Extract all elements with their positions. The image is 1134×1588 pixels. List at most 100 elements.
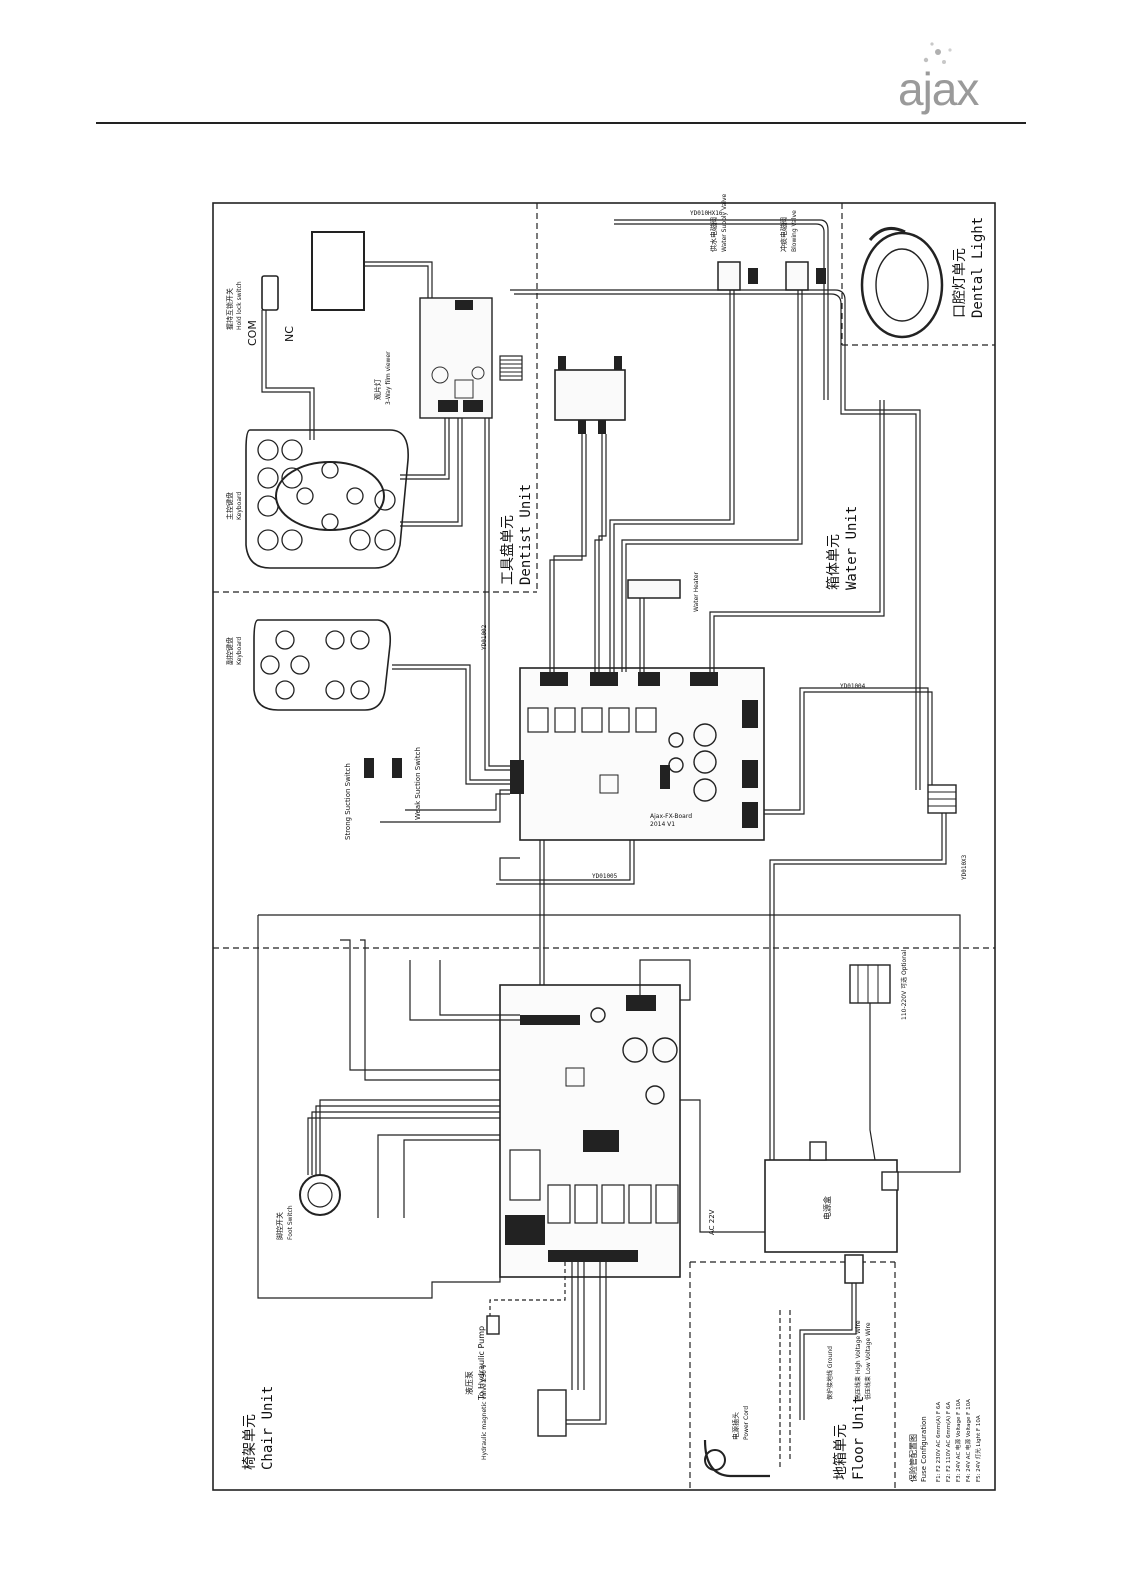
light-connector: [881, 1171, 899, 1191]
wire-label-top: YD010HX16: [690, 210, 723, 217]
hold-switch: [261, 275, 279, 311]
assistant-keyboard-cn: 副控键盘: [225, 637, 234, 665]
power-box-group: 电源盒 AC 22V: [708, 1141, 899, 1284]
chair-unit-title-en: Chair Unit: [260, 1386, 276, 1470]
hold-switch-com: COM: [246, 320, 259, 346]
floor-dashed-wires: [779, 1310, 791, 1470]
wire-label-chair: YD01005: [592, 873, 618, 880]
logo-dots-icon: [923, 42, 952, 64]
main-board-connectors: [510, 672, 758, 828]
fuse-config-line: F3: 24V AC 电源 Voltage F 10A: [954, 1399, 962, 1482]
water-heater: [627, 579, 681, 599]
blowing-valve: [785, 261, 809, 291]
relay-connector: [809, 1141, 827, 1161]
foot-switch: [299, 1174, 341, 1216]
main-board-outline: [519, 667, 765, 841]
water-supply-valve-coil: [748, 268, 758, 284]
dental-light-title-cn: 口腔灯单元: [952, 248, 968, 318]
hydraulic-pump-connector: [486, 1315, 500, 1335]
dentist-unit-section: 工具盘单元 Dentist Unit 观片灯 3-Way film viewer: [225, 231, 626, 585]
film-viewer-screen: [311, 231, 365, 311]
chair-board-connectors: [505, 995, 656, 1262]
fuse-config-line: F2: F2 110V AC 6mm(A) F 6A: [946, 1402, 952, 1482]
hydraulic-valve-label: Hydraulic magnetic valve 230 V: [481, 1363, 488, 1460]
main-keyboard-label-en: Keyboard: [236, 492, 243, 520]
floor-unit-title-cn: 地箱单元: [833, 1424, 849, 1480]
main-keyboard-buttons: [257, 439, 396, 551]
board-connector: [438, 400, 458, 412]
ajax-logo: [880, 38, 1030, 118]
power-box-voltage: AC 22V: [708, 1209, 716, 1235]
main-keyboard-dial: [275, 461, 385, 531]
strong-suction-switch: [364, 758, 374, 778]
unit-partitions: [213, 203, 995, 1490]
header-rule: [96, 122, 1026, 124]
power-cord-en: Power Cord: [743, 1406, 750, 1440]
main-board-relays: [527, 707, 657, 733]
fuse-config-title-cn: 保险管配置图: [908, 1434, 918, 1482]
lv-wire-note: 低压线束 Low Voltage Wire: [864, 1322, 872, 1400]
board-connector: [463, 400, 483, 412]
junction-terminals: [927, 784, 957, 814]
film-viewer-label-en: 3-Way film viewer: [385, 351, 392, 405]
ground-wire-note: 保护接地线 Ground: [826, 1346, 834, 1400]
main-board-label: Ajax-FX-Board: [650, 813, 692, 820]
hydraulic-pump-en: To Hydraulic Pump: [477, 1326, 486, 1401]
power-plug: [703, 1439, 770, 1478]
board-chip: [454, 379, 474, 399]
spittoon-valve: [849, 964, 891, 1004]
dentist-unit-title-en: Dentist Unit: [518, 484, 534, 585]
water-unit-section: 箱体单元 Water Unit 供水电磁阀 Water Supply Valve…: [627, 193, 860, 612]
foot-switch-inner: [307, 1182, 333, 1208]
power-box: [764, 1159, 898, 1253]
board-capacitor: [431, 366, 449, 384]
dental-light-reflector: [875, 248, 929, 322]
hydraulic-valve-block: [537, 1389, 567, 1437]
water-unit-title-en: Water Unit: [844, 506, 860, 590]
dental-light-title-en: Dental Light: [970, 217, 986, 318]
chair-board-relays: [509, 1149, 679, 1224]
blowing-valve-en: Blowing Valve: [791, 210, 798, 252]
power-connector: [844, 1254, 864, 1284]
weak-suction-label: Weak Suction Switch: [414, 747, 422, 820]
diagram-frame: [212, 202, 996, 1491]
board-capacitor: [471, 366, 485, 380]
hold-switch-en: Hold lock switch: [236, 281, 243, 330]
valve-fittings: [558, 356, 622, 434]
power-cord-cn: 电源插头: [731, 1412, 740, 1440]
assistant-keyboard-en: Keyboard: [236, 637, 243, 665]
water-unit-title-cn: 箱体单元: [826, 534, 842, 590]
water-supply-valve-en: Water Supply Valve: [721, 193, 728, 252]
water-supply-valve-cn: 供水电磁阀: [709, 217, 718, 252]
weak-suction-switch: [392, 758, 402, 778]
hv-wire-note: 高压线束 High Voltage Wire: [854, 1320, 862, 1400]
blowing-valve-coil: [816, 268, 826, 284]
main-board-rev: 2014 V1: [650, 821, 675, 828]
logo-text: ajax: [898, 63, 979, 115]
spittoon-valve-label: 110-220V 可选 Optional: [900, 949, 908, 1020]
chair-unit-title-cn: 椅架单元: [242, 1414, 258, 1470]
chair-unit-section: 椅架单元 Chair Unit 脚控开关 F: [242, 984, 681, 1470]
water-supply-valve: [717, 261, 741, 291]
spittoon-valve-group: 110-220V 可选 Optional: [849, 949, 908, 1020]
chair-board-chip: [565, 1067, 585, 1087]
hydraulic-pump-cn: 液压泵: [464, 1371, 474, 1395]
board-connector: [455, 300, 473, 310]
assistant-keyboard-group: 副控键盘 Keyboard: [225, 619, 392, 711]
heatsink-fins: [500, 359, 522, 377]
fuse-config-line: F1: F2 230V AC 6mm(A) F 6A: [936, 1402, 942, 1482]
wire-label-floor: YD010X3: [961, 854, 968, 880]
water-heater-label: Water Heater: [693, 571, 700, 612]
blowing-valve-cn: 冲痰电磁阀: [779, 217, 788, 252]
fuse-configuration: 保险管配置图 Fuse Configuration F1: F2 230V AC…: [908, 1399, 982, 1482]
wiring-harness: [257, 219, 961, 1425]
air-valve-block: [554, 369, 626, 421]
fuse-config-title-en: Fuse Configuration: [920, 1416, 928, 1482]
main-board-chip: [599, 774, 619, 794]
hold-switch-nc: NC: [283, 326, 296, 342]
dental-light-section: 口腔灯单元 Dental Light: [860, 217, 986, 339]
fuse-config-line: F4: 24V AC 电源 Voltage F 10A: [964, 1399, 972, 1482]
suction-switch-group: Strong Suction Switch Weak Suction Switc…: [344, 747, 422, 840]
